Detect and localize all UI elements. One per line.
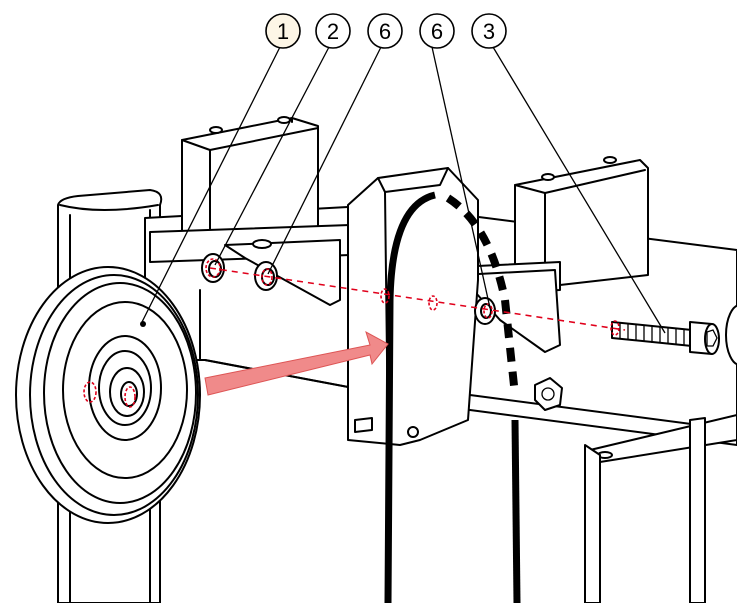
callout-number: 6: [379, 19, 391, 44]
callout-circle: [315, 13, 351, 49]
lower-nut-icon: [534, 377, 563, 411]
callout-circle: [265, 13, 301, 49]
alignment-line: [205, 258, 626, 336]
callout-number: 2: [327, 19, 339, 44]
right-tube-end: [725, 304, 737, 366]
callout-number: 6: [431, 19, 443, 44]
direction-arrow-icon: [204, 330, 389, 396]
callout-number: 3: [483, 19, 495, 44]
callout-number: 1: [277, 19, 289, 44]
callout-5: 3: [471, 13, 507, 49]
pulley-plate: [347, 167, 479, 446]
callout-1: 1: [265, 13, 301, 49]
callout-circle: [367, 13, 403, 49]
pulley-icon: [15, 266, 201, 524]
callout-circle: [419, 13, 455, 49]
cable-icon: [384, 191, 521, 603]
callout-4: 6: [419, 13, 455, 49]
callouts: 1 2 6 6 3: [265, 13, 507, 49]
leader-lines: [141, 46, 666, 334]
right-extension-plate: [584, 414, 737, 603]
callout-circle: [471, 13, 507, 49]
bolt-icon: [611, 321, 720, 355]
callout-3: 6: [367, 13, 403, 49]
callout-2: 2: [315, 13, 351, 49]
